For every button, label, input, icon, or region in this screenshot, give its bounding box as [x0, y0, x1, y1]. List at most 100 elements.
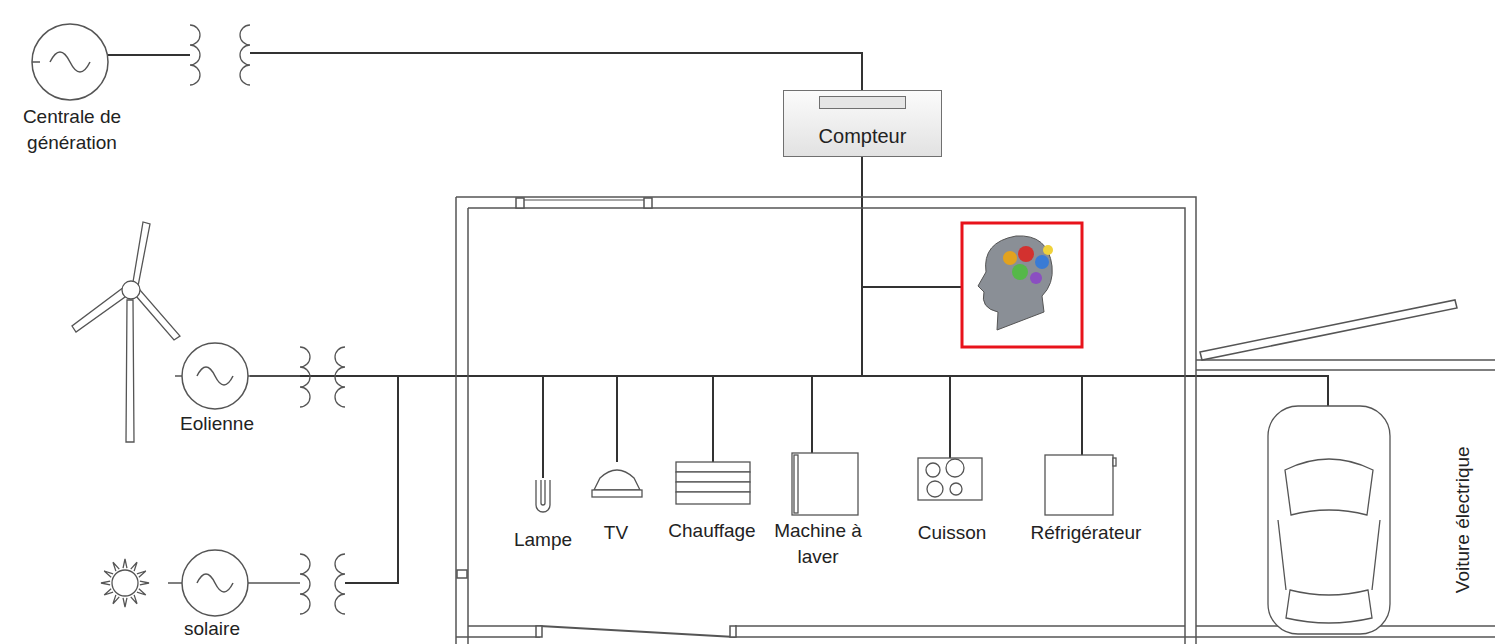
generator-symbol: [182, 343, 248, 409]
electric-car: [1268, 406, 1390, 634]
power-line: [949, 376, 951, 458]
electric-car: [1285, 459, 1373, 515]
component-label: Cuisson: [897, 520, 1007, 546]
smart-controller: [978, 236, 1052, 330]
sun-symbol: [137, 589, 146, 595]
wind-turbine: [122, 281, 140, 299]
component-label: TV: [586, 520, 646, 546]
sun-symbol: [131, 595, 137, 604]
house-outline: [468, 208, 1185, 644]
generator-symbol: [50, 52, 90, 72]
garage-outline: [1196, 369, 1495, 371]
component-label: Eolienne: [137, 411, 297, 437]
component-label: Réfrigérateur: [1011, 520, 1161, 546]
sun-symbol: [101, 559, 149, 607]
meter-display: [819, 96, 907, 109]
node-label: Compteur: [784, 125, 941, 148]
wind-turbine: [126, 300, 134, 442]
smart-controller: [1030, 272, 1042, 284]
sun-symbol: [140, 581, 149, 585]
appliance-icon: [946, 459, 964, 477]
smart-controller: [1018, 246, 1034, 262]
power-line: [616, 376, 618, 462]
smart-controller: [1012, 264, 1028, 280]
power-line: [108, 53, 1328, 583]
generator-symbol: [197, 367, 233, 385]
electric-car: [1286, 590, 1372, 623]
generator-symbol: [168, 582, 182, 584]
power-line: [108, 54, 190, 56]
power-line: [345, 376, 398, 583]
power-line: [250, 376, 1328, 406]
component-label: Machine à laver: [773, 518, 863, 569]
appliance-icon: [792, 453, 858, 515]
appliance-icon: [918, 458, 982, 500]
house-outline: [457, 570, 467, 578]
house-outline: [516, 198, 524, 208]
sun-symbol: [104, 571, 113, 577]
sun-symbol: [123, 598, 127, 607]
generator-symbol: [248, 582, 300, 584]
wind-turbine: [133, 222, 150, 286]
component-label: Lampe: [493, 527, 593, 553]
transformer-symbol: [300, 347, 310, 407]
generator-symbol: [248, 375, 300, 377]
sun-symbol: [101, 559, 149, 607]
appliance-icon: [927, 481, 943, 497]
appliance-icon: [594, 470, 640, 490]
sun-symbol: [112, 570, 138, 596]
sun-symbol: [137, 571, 146, 577]
appliance-icon: [950, 483, 962, 495]
component-label: Voiture électrique: [1449, 447, 1475, 594]
appliance-icon: [536, 453, 1116, 515]
component-label: solaire: [152, 616, 272, 642]
appliance-icon: [926, 463, 940, 477]
appliance-icon: [541, 480, 545, 505]
wind-turbine: [72, 222, 180, 442]
appliance-icon: [1113, 458, 1116, 466]
sun-symbol: [131, 562, 137, 571]
house-outline: [456, 636, 1196, 638]
smart-controller: [962, 223, 1082, 347]
appliance-icon: [676, 462, 750, 472]
appliance-icon: [676, 482, 750, 492]
sun-symbol: [123, 559, 127, 568]
sun-symbol: [113, 562, 119, 571]
transformer-symbol: [300, 554, 310, 614]
appliance-icon: [536, 480, 550, 512]
smart-controller: [1043, 245, 1053, 255]
garage-outline: [1200, 300, 1457, 360]
wind-turbine: [136, 290, 180, 340]
transformer-symbol: [335, 554, 345, 614]
house-outline: [536, 626, 542, 637]
transformer-symbol: [240, 25, 250, 85]
appliance-icon: [1045, 455, 1113, 515]
house-outline: [468, 625, 1185, 627]
house-outline: [520, 199, 650, 201]
smart-controller: [1003, 251, 1017, 265]
appliance-icon: [794, 455, 798, 513]
garage-outline: [1196, 636, 1495, 638]
meter-box: Compteur: [783, 90, 942, 157]
transformer-symbol: [190, 25, 345, 614]
garage-outline: [1196, 300, 1495, 637]
power-line: [862, 286, 962, 288]
electric-car: [1278, 520, 1380, 590]
power-line: [250, 53, 862, 90]
power-line: [1081, 376, 1083, 455]
appliance-icon: [676, 472, 750, 482]
generator-symbol: [32, 61, 40, 63]
garage-outline: [1196, 359, 1495, 361]
smart-controller: [962, 223, 1082, 347]
generator-symbol: [197, 574, 233, 592]
power-line: [861, 157, 863, 376]
power-line: [712, 376, 714, 462]
electric-car: [1268, 406, 1390, 634]
smart-controller: [1035, 255, 1049, 269]
transformer-symbol: [335, 347, 345, 407]
component-label: Chauffage: [652, 518, 772, 544]
house-outline: [730, 626, 736, 637]
